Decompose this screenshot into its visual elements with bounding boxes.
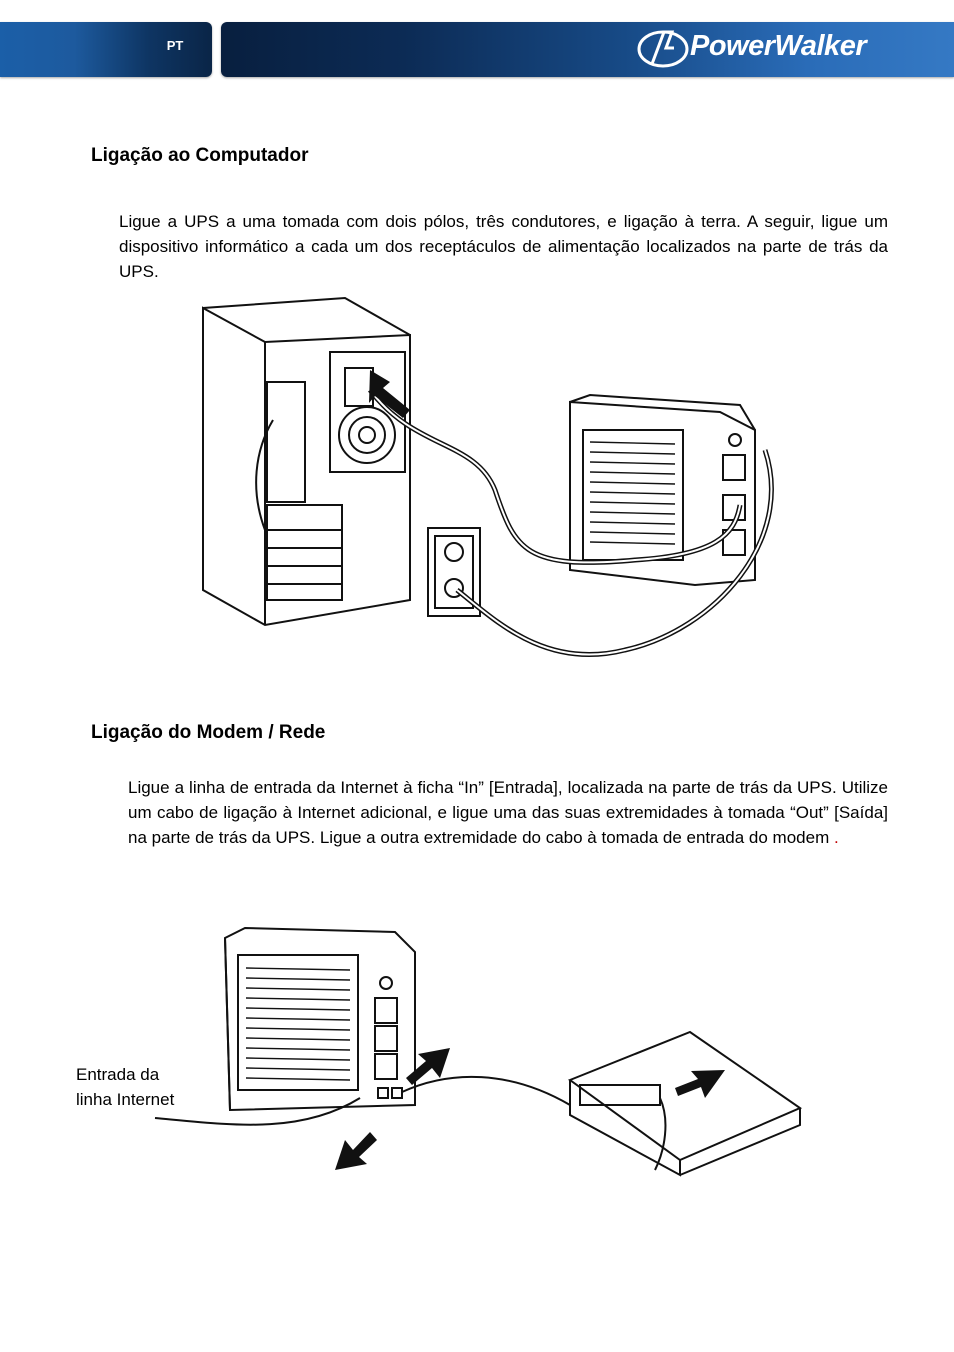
section-title-computer: Ligação ao Computador: [91, 145, 309, 166]
modem-network-connection-illustration: [154, 926, 803, 1177]
section-body-computer: Ligue a UPS a uma tomada com dois pólos,…: [119, 212, 888, 281]
header-language-tab: [0, 22, 212, 77]
trailing-mark: .: [833, 828, 839, 847]
section-body-modem-text: Ligue a linha de entrada da Internet à f…: [128, 778, 888, 847]
powerwalker-logo-icon: [637, 30, 689, 68]
caption-line-2: linha Internet: [76, 1090, 175, 1109]
section-title-modem: Ligação do Modem / Rede: [91, 722, 326, 743]
internet-line-caption: Entrada da linha Internet: [76, 1062, 174, 1112]
language-label: PT: [166, 38, 184, 53]
section-body-modem: Ligue a linha de entrada da Internet à f…: [128, 775, 888, 850]
computer-ups-connection-illustration: [202, 296, 774, 657]
brand-name: PowerWalker: [690, 30, 867, 62]
header-brand-bar: [221, 22, 954, 77]
caption-line-1: Entrada da: [76, 1065, 160, 1084]
